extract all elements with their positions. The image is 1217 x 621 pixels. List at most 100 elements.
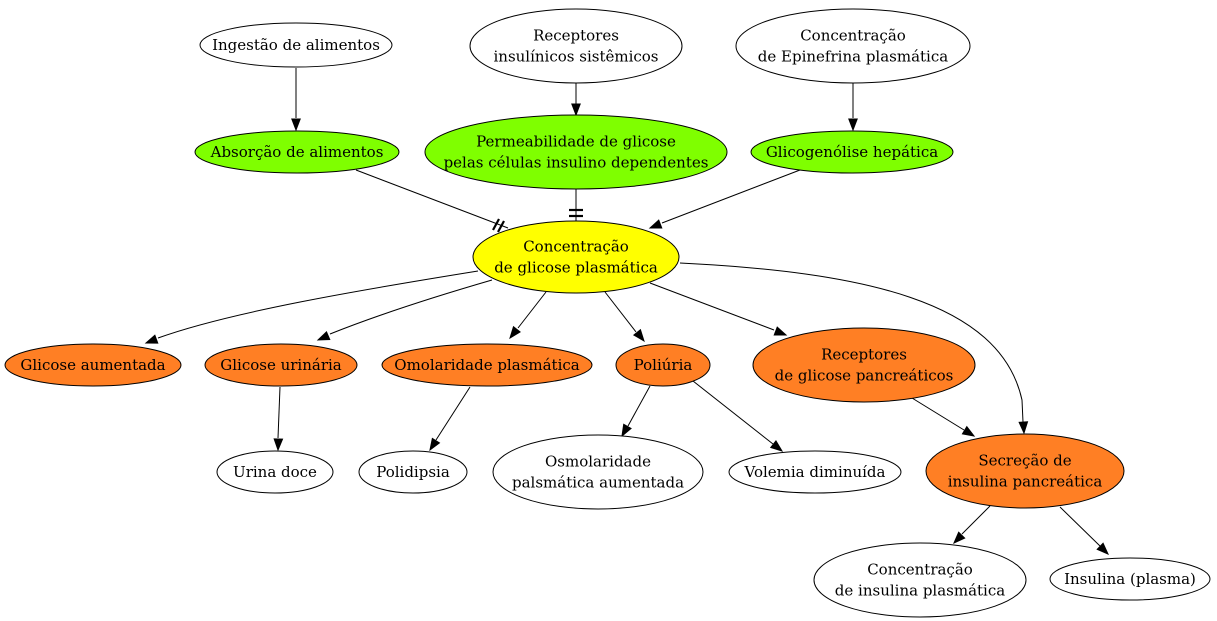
node-label: de glicose pancreáticos (775, 367, 954, 385)
node-poliuria[interactable]: Poliúria (615, 343, 711, 387)
node-shape (813, 542, 1027, 618)
node-shape (381, 343, 593, 387)
arrow-head (291, 118, 301, 132)
arrow-head (509, 325, 521, 340)
edge-line (329, 279, 493, 335)
arrow-head (429, 437, 441, 452)
edge-line (604, 291, 637, 333)
node-label: Omolaridade plasmática (394, 356, 579, 374)
node-label: de glicose plasmática (494, 259, 658, 277)
arrow-head (621, 423, 632, 438)
edge-glicose_plasmatica-to-omolaridade (509, 291, 547, 340)
arrow-head (1096, 542, 1110, 555)
edge-glicose_plasmatica-to-glicose_urinaria (316, 279, 493, 341)
node-glicose-urinaria[interactable]: Glicose urinária (204, 343, 358, 387)
node-urina-doce[interactable]: Urina doce (216, 450, 334, 494)
node-label: Receptores (533, 27, 619, 45)
node-shape (216, 450, 334, 494)
node-insulina-plasma[interactable]: Insulina (plasma) (1049, 557, 1211, 601)
node-omolaridade[interactable]: Omolaridade plasmática (381, 343, 593, 387)
node-shape (728, 450, 902, 494)
node-receptores-glicose[interactable]: Receptores de glicose pancreáticos (752, 327, 976, 403)
node-label: Osmolaridade (545, 453, 651, 471)
edge-line (692, 380, 774, 445)
node-osmolaridade-aumentada[interactable]: Osmolaridade palsmática aumentada (492, 434, 704, 510)
node-shape (615, 343, 711, 387)
node-secrecao[interactable]: Secreção de insulina pancreática (925, 433, 1125, 509)
node-label: Concentração (867, 561, 973, 579)
node-glicose-aumentada[interactable]: Glicose aumentada (4, 343, 182, 387)
edge-glicogenolise-to-glicose_plasmatica (648, 169, 801, 229)
node-shape (358, 450, 468, 494)
arrow-head (773, 326, 788, 336)
edge-epinefrina-to-glicogenolise (848, 83, 858, 132)
edge-line (661, 169, 801, 224)
node-shape (925, 433, 1125, 509)
node-shape (424, 114, 728, 190)
arrow-head (848, 118, 858, 132)
node-shape (735, 8, 971, 84)
edge-line (911, 397, 965, 431)
slash-mark (492, 218, 500, 231)
node-glicose-plasmatica[interactable]: Concentração de glicose plasmática (472, 220, 680, 294)
node-shape (750, 130, 954, 174)
edge-line (435, 386, 471, 441)
node-shape (752, 327, 976, 403)
arrow-head (953, 531, 966, 545)
edge-glicose_plasmatica-to-poliuria (604, 291, 645, 343)
node-label: Urina doce (233, 463, 317, 481)
arrow-head (273, 438, 284, 452)
arrow-head (648, 219, 663, 229)
edge-receptores_insulinicos-to-permeabilidade (571, 83, 581, 117)
node-label: insulina pancreática (948, 473, 1103, 491)
node-label: Concentração (523, 238, 629, 256)
node-label: de insulina plasmática (835, 582, 1005, 600)
node-permeabilidade[interactable]: Permeabilidade de glicose pelas células i… (424, 114, 728, 190)
edge-line (961, 505, 991, 535)
node-label: pelas células insulino dependentes (444, 154, 709, 172)
node-absorcao[interactable]: Absorção de alimentos (194, 130, 400, 174)
arrow-head (632, 328, 645, 343)
edge-ingestao-to-absorcao (291, 68, 301, 132)
node-polidipsia[interactable]: Polidipsia (358, 450, 468, 494)
edge-absorcao-to-glicose_plasmatica (355, 169, 509, 233)
node-label: Receptores (821, 346, 907, 364)
edge-poliuria-to-osmolaridade_aumentada (621, 385, 651, 438)
node-shape (199, 22, 393, 68)
node-label: palsmática aumentada (512, 474, 684, 492)
node-volemia[interactable]: Volemia diminuída (728, 450, 902, 494)
edge-secrecao-to-insulina_plasma (1059, 506, 1110, 555)
edge-line (157, 270, 479, 339)
node-label: Concentração (800, 27, 906, 45)
edges-layer (144, 68, 1110, 555)
node-shape (472, 220, 680, 294)
node-label: Glicose aumentada (20, 356, 165, 374)
edge-poliuria-to-volemia (692, 380, 784, 452)
node-insulina-concentracao[interactable]: Concentração de insulina plasmática (813, 542, 1027, 618)
node-label: Ingestão de alimentos (212, 36, 380, 54)
node-label: Secreção de (978, 452, 1071, 470)
node-label: insulínicos sistêmicos (493, 48, 658, 66)
node-label: Permeabilidade de glicose (476, 133, 676, 151)
arrow-head (1018, 421, 1029, 435)
edge-glicose_plasmatica-to-receptores_glicose (649, 282, 788, 336)
node-shape (194, 130, 400, 174)
node-receptores-insulinicos[interactable]: Receptores insulínicos sistêmicos (469, 8, 683, 84)
node-label: Poliúria (634, 356, 693, 374)
slash-mark (497, 220, 505, 233)
node-ingestao[interactable]: Ingestão de alimentos (199, 22, 393, 68)
node-shape (4, 343, 182, 387)
node-label: Absorção de alimentos (210, 143, 384, 161)
edge-glicose_plasmatica-to-secrecao (679, 262, 1029, 435)
nodes-layer: Ingestão de alimentosReceptoresinsulínic… (4, 8, 1211, 618)
node-shape (204, 343, 358, 387)
edge-secrecao-to-insulina_concentracao (953, 505, 991, 545)
edge-line (1059, 506, 1101, 547)
arrow-head (144, 334, 159, 344)
edge-glicose_urinaria-to-urina_doce (273, 386, 284, 452)
edge-line (649, 282, 775, 331)
node-glicogenolise[interactable]: Glicogenólise hepática (750, 130, 954, 174)
